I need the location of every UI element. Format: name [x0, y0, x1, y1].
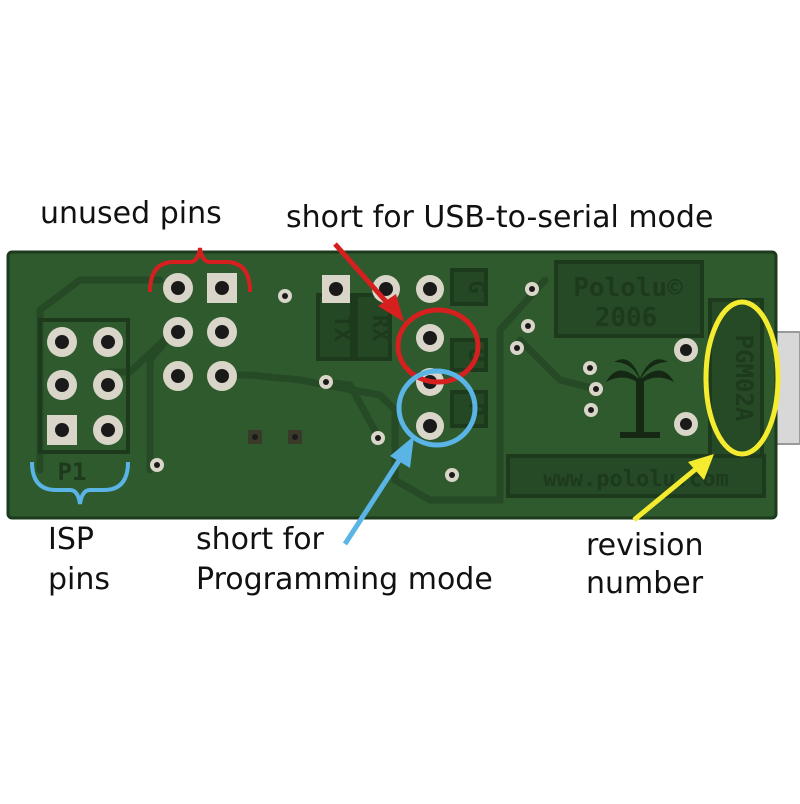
callout-isp-line1: ISP — [48, 522, 94, 557]
silk-tx: TX — [329, 315, 354, 342]
isp-header — [47, 327, 123, 445]
usb-mode-circle — [395, 307, 481, 385]
callout-rev-line2: number — [586, 566, 704, 601]
callout-prog-line2: Programming mode — [196, 562, 493, 597]
usb-mode-arrow — [333, 242, 404, 322]
silk-p1: P1 — [58, 458, 87, 486]
silk-year: 2006 — [595, 303, 658, 333]
silk-model: PGM02A — [730, 335, 758, 422]
silk-brand: Pololu© — [573, 273, 683, 303]
programming-mode-circle — [396, 368, 478, 448]
isp-pins-bracket — [30, 461, 130, 505]
palm-tree-logo — [606, 359, 674, 438]
programming-mode-arrow — [342, 436, 414, 546]
callout-usb-serial: short for USB-to-serial mode — [286, 200, 714, 235]
through-holes — [47, 273, 698, 482]
callout-isp-line2: pins — [48, 562, 111, 597]
unused-pins-bracket — [148, 247, 252, 293]
callout-rev-line1: revision — [586, 528, 704, 563]
unused-pins-header — [163, 273, 237, 391]
callout-unused-pins: unused pins — [40, 196, 222, 231]
callout-prog-line1: short for — [196, 522, 324, 557]
via-holes — [150, 282, 698, 482]
silk-g: G — [463, 280, 488, 293]
revision-number-arrow — [632, 454, 714, 522]
silk-rx: RX — [367, 315, 392, 342]
revision-number-ellipse — [703, 299, 781, 457]
